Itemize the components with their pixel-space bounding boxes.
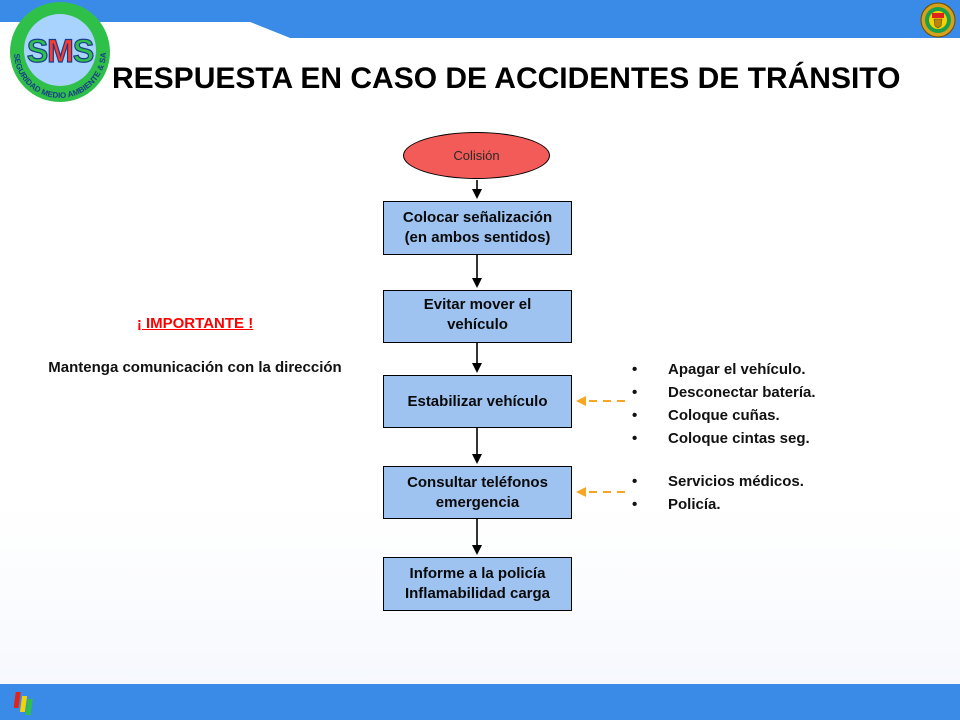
step-evitar-mover: Evitar mover el vehículo — [383, 290, 572, 343]
important-message: Mantenga comunicación con la dirección — [48, 359, 342, 376]
bottom-banner — [0, 684, 960, 720]
step-informe-policia: Informe a la policía Inflamabilidad carg… — [383, 557, 572, 611]
step-consultar-telefonos: Consultar teléfonos emergencia — [383, 466, 572, 519]
sms-logo: SMS SEGURIDAD MEDIO AMBIENTE & SALUD — [2, 0, 110, 102]
list-item: Servicios médicos. — [630, 470, 804, 493]
emergency-contacts-list: Servicios médicos. Policía. — [630, 470, 804, 516]
list-item: Desconectar batería. — [630, 381, 816, 404]
list-item: Coloque cuñas. — [630, 404, 816, 427]
step-colocar-senalizacion: Colocar señalización (en ambos sentidos) — [383, 201, 572, 255]
stabilize-actions-list: Apagar el vehículo. Desconectar batería.… — [630, 358, 816, 450]
start-node-colision: Colisión — [403, 132, 550, 179]
important-heading: ¡ IMPORTANTE ! — [136, 315, 254, 332]
svg-text:SMS: SMS — [27, 33, 94, 69]
step-estabilizar-vehiculo: Estabilizar vehículo — [383, 375, 572, 428]
list-item: Policía. — [630, 493, 804, 516]
page-title: RESPUESTA EN CASO DE ACCIDENTES DE TRÁNS… — [112, 62, 901, 95]
list-item: Coloque cintas seg. — [630, 427, 816, 450]
crest-emblem — [920, 2, 956, 38]
list-item: Apagar el vehículo. — [630, 358, 816, 381]
corner-brand-icon — [14, 692, 33, 715]
